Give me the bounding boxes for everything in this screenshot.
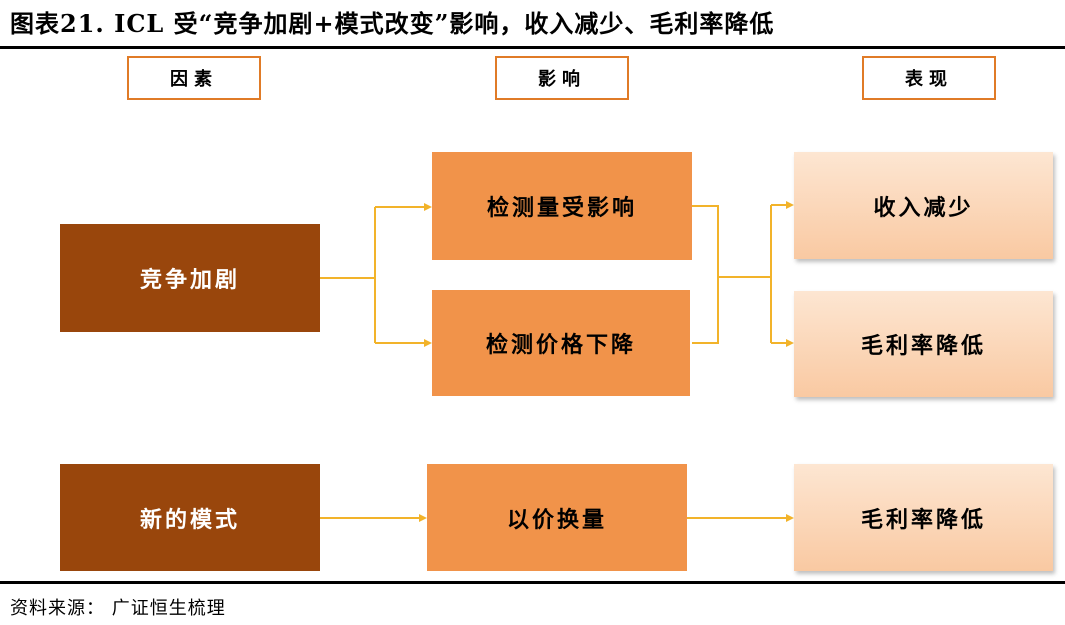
header-impact: 影响 bbox=[495, 56, 629, 100]
result-margin-decrease-2: 毛利率降低 bbox=[794, 464, 1053, 571]
impact-test-volume: 检测量受影响 bbox=[432, 152, 692, 260]
connector-factor-split bbox=[320, 207, 376, 343]
arrowhead bbox=[786, 201, 794, 209]
header-factor: 因素 bbox=[127, 56, 261, 100]
figure-title: 图表21. ICL 受“竞争加剧+模式改变”影响，收入减少、毛利率降低 bbox=[10, 9, 775, 38]
source-note: 资料来源： 广证恒生梳理 bbox=[10, 598, 226, 619]
arrowhead bbox=[424, 203, 432, 211]
connector-impact-1-out bbox=[692, 205, 719, 277]
factor-new-model: 新的模式 bbox=[60, 464, 320, 571]
result-margin-decrease: 毛利率降低 bbox=[794, 291, 1053, 397]
bottom-rule bbox=[0, 581, 1065, 584]
arrowhead bbox=[419, 514, 427, 522]
impact-price-for-volume: 以价换量 bbox=[427, 464, 687, 571]
connector-impact-2-out bbox=[692, 277, 719, 344]
arrowhead bbox=[424, 339, 432, 347]
header-result: 表现 bbox=[862, 56, 996, 100]
result-revenue-decrease: 收入减少 bbox=[794, 152, 1053, 259]
impact-test-price: 检测价格下降 bbox=[432, 290, 690, 396]
top-rule bbox=[0, 46, 1065, 49]
factor-competition: 竞争加剧 bbox=[60, 224, 320, 332]
connector-merge bbox=[718, 205, 772, 343]
arrowhead bbox=[786, 514, 794, 522]
arrowhead bbox=[786, 339, 794, 347]
